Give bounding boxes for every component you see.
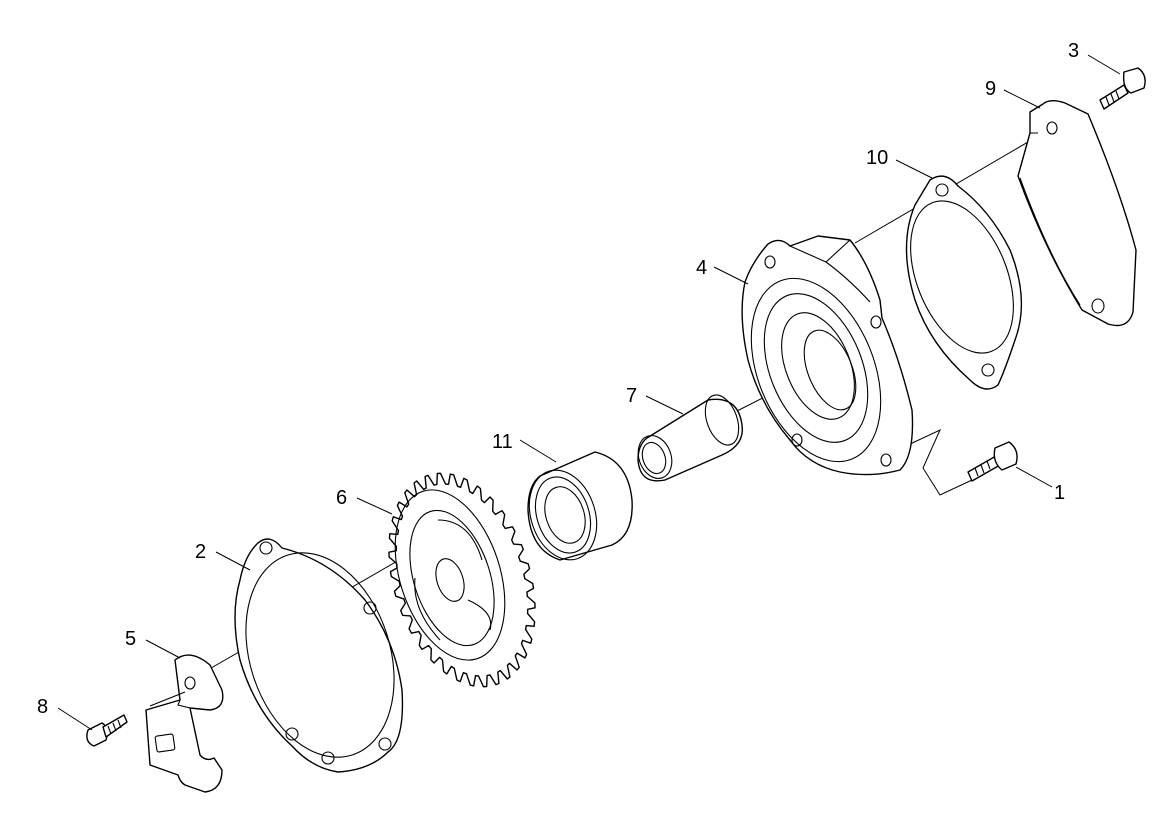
callout-1: 1	[1054, 482, 1065, 504]
callout-7: 7	[626, 385, 637, 407]
part-7-sleeve	[637, 394, 744, 482]
part-8-screw	[86, 714, 128, 747]
leader-4	[713, 266, 749, 285]
callout-5: 5	[125, 628, 136, 650]
leader-7	[645, 395, 684, 415]
leader-6	[356, 497, 393, 515]
callout-6: 6	[336, 487, 347, 509]
axis-line-bolt-1	[907, 428, 973, 496]
leader-lines	[57, 54, 1121, 731]
callout-9: 9	[985, 78, 996, 100]
leader-10	[895, 159, 933, 179]
leader-3	[1087, 54, 1121, 75]
callout-2: 2	[195, 541, 206, 563]
leader-8	[57, 707, 93, 731]
part-1-bolt	[967, 441, 1018, 482]
leader-1	[1015, 466, 1053, 488]
leader-11	[519, 439, 557, 463]
part-11-bearing	[527, 451, 633, 561]
callout-4: 4	[696, 257, 707, 279]
callout-10: 10	[866, 147, 888, 169]
part-10-gasket	[905, 175, 1023, 390]
callout-8: 8	[37, 696, 48, 718]
leader-5	[145, 639, 181, 659]
callout-3: 3	[1068, 40, 1079, 62]
part-3-bolt	[1099, 67, 1146, 110]
leader-2	[215, 551, 251, 571]
part-4-housing	[741, 235, 914, 476]
part-5-bracket	[145, 654, 224, 793]
part-2-gasket	[234, 538, 404, 773]
callout-labels: 3 9 10 4 7 11 6 2 5 8 1	[37, 40, 1079, 718]
part-9-cover-plate	[1017, 100, 1137, 327]
leader-9	[1003, 89, 1041, 109]
part-6-gear	[388, 472, 536, 688]
callout-11: 11	[492, 431, 513, 453]
